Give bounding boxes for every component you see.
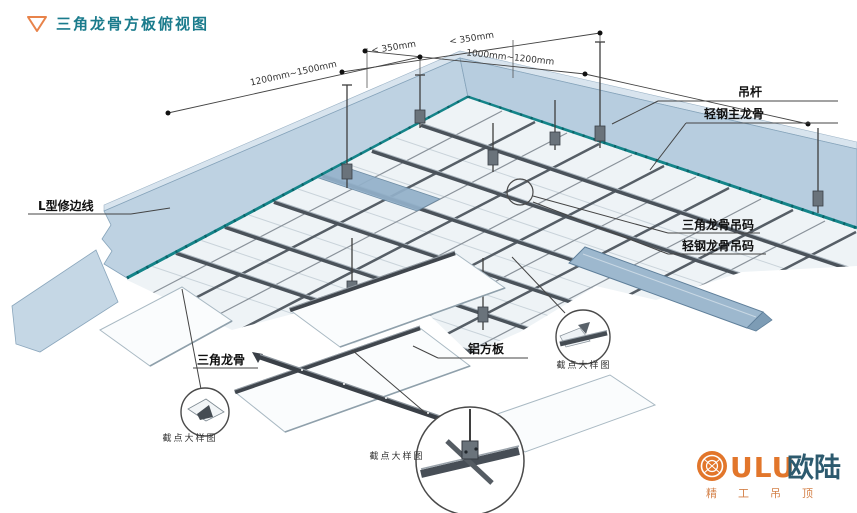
title-text: 三角龙骨方板俯视图 <box>56 15 209 33</box>
panel-edge-keels-part <box>289 250 456 313</box>
label-main-keel: 轻钢主龙骨 <box>704 106 764 121</box>
label-triangle-keel: 三角龙骨 <box>197 352 245 367</box>
dim-span-left: 1200mm~1500mm <box>249 60 337 89</box>
hanger-clamps-part <box>549 131 561 146</box>
oulu-logo-mark <box>697 451 727 481</box>
triangle-keel-bar-part <box>259 353 469 427</box>
detail-callouts-part <box>351 349 429 416</box>
triangle-keel-bar-part <box>343 383 345 385</box>
detail-circle-3 <box>415 406 525 513</box>
triangle-keel-bar <box>252 352 469 431</box>
cross-keels-part <box>173 120 536 311</box>
triangle-keel-bar-part <box>259 354 469 431</box>
detail-label-2: 截点大样图 <box>556 359 611 371</box>
dimension-dots-part <box>362 48 368 54</box>
cross-keels-part <box>237 142 600 333</box>
label-steel-keel-hanger: 轻钢龙骨吊码 <box>682 238 754 253</box>
hanger-clamps-part <box>341 163 353 180</box>
label-aluminum-panel: 铝方板 <box>468 341 505 356</box>
oulu-logo-mark-part <box>700 454 724 478</box>
part-labels-part <box>532 201 669 255</box>
detached-panels-part <box>339 287 506 348</box>
dim-edge-right: < 350mm <box>449 31 495 48</box>
detail-circle-3-part <box>461 440 479 460</box>
perimeter-band <box>11 50 857 353</box>
detached-panels <box>99 246 773 453</box>
blue-panel-detached <box>568 246 773 332</box>
detail-callouts: 截点大样图 截点大样图 截点大样图 <box>162 178 611 513</box>
band-corner-piece <box>11 249 119 353</box>
detail-circle-3-part <box>445 439 494 485</box>
hanger-clamps-part <box>414 109 426 124</box>
oulu-logo-mark-part <box>703 458 721 474</box>
panel-edge-keels <box>234 250 456 395</box>
part-labels-part <box>412 345 439 359</box>
detail-circle-3-part <box>474 447 478 451</box>
main-keels-part-part <box>371 149 801 297</box>
label-triangle-keel-hanger: 三角龙骨吊码 <box>682 217 754 232</box>
detail-circle-2-part <box>559 330 608 347</box>
detail-label-1: 截点大样图 <box>162 432 217 444</box>
dimension-dots-part <box>597 30 603 36</box>
triangle-keels-part <box>142 110 503 299</box>
main-keels-part-part <box>420 122 850 268</box>
trim-edge-left <box>126 95 469 280</box>
main-keels-part-part <box>371 148 801 294</box>
detail-circle-2-part <box>559 330 608 342</box>
panel-joints-part <box>395 137 825 283</box>
part-labels-part <box>130 207 171 215</box>
hanger-marker-circle <box>506 178 534 206</box>
blue-panel-detached-part <box>582 253 757 318</box>
hanger-clamps-part <box>477 306 489 323</box>
detail-circle-2 <box>555 309 611 365</box>
panel-edge-keels-part <box>289 250 456 309</box>
detail-circle-1-part <box>197 405 213 420</box>
perimeter-band-part <box>467 95 857 230</box>
blue-panel-detached-part <box>746 311 773 332</box>
part-labels: L型修边线 吊杆 轻钢主龙骨 三角龙骨吊码 轻钢龙骨吊码 三角龙骨 铝方板 <box>28 84 838 369</box>
brand-name-en: ULU <box>730 451 795 484</box>
dimension-dots-part <box>417 54 423 60</box>
hanger-clamps-part <box>594 125 606 142</box>
triangle-keels-part <box>401 198 762 354</box>
detail-callouts-part <box>511 256 566 314</box>
oulu-logo-mark-part <box>705 459 719 473</box>
detail-circle-1 <box>180 387 230 437</box>
detail-circle-3-part <box>464 450 468 454</box>
part-labels-part <box>532 195 669 234</box>
panel-edge-keels-part <box>234 325 421 395</box>
detail-label-3: 截点大样图 <box>369 450 424 462</box>
dimension-lines-part <box>584 73 809 125</box>
dimension-dots-part <box>805 121 811 127</box>
title-triangle-icon <box>27 16 47 32</box>
part-labels-part <box>649 122 687 171</box>
label-hanger-rod: 吊杆 <box>738 84 762 99</box>
brand-name-cn: 欧陆 <box>787 453 841 484</box>
triangle-keel-bar-part <box>301 369 303 371</box>
panel-edge-keels-part <box>234 325 421 391</box>
brand-tagline: 精工吊顶 <box>706 487 834 500</box>
triangle-keel-bar-part <box>385 397 387 399</box>
detail-circle-2-part <box>578 322 590 334</box>
brand-logo: ULU 欧陆 精工吊顶 <box>697 451 841 500</box>
dimension-dots-part <box>582 71 588 77</box>
main-keels-part-part <box>420 123 850 271</box>
detail-callouts-part <box>181 288 202 390</box>
label-l-trim: L型修边线 <box>38 198 94 213</box>
dimension-dots-part <box>339 69 345 75</box>
dimension-lines-part <box>341 32 601 73</box>
detached-panels-part <box>149 320 233 367</box>
triangle-keels-part <box>207 132 568 321</box>
dimension-lines-part <box>364 50 586 75</box>
page-title: 三角龙骨方板俯视图 <box>27 15 209 33</box>
hanger-clamps-part <box>487 149 499 166</box>
dimension-dots-part <box>165 110 171 116</box>
hanger-clamps-part <box>812 190 824 207</box>
part-labels-part <box>611 100 659 125</box>
triangle-keel-bar-part <box>427 412 429 414</box>
band-right-face <box>459 57 857 229</box>
